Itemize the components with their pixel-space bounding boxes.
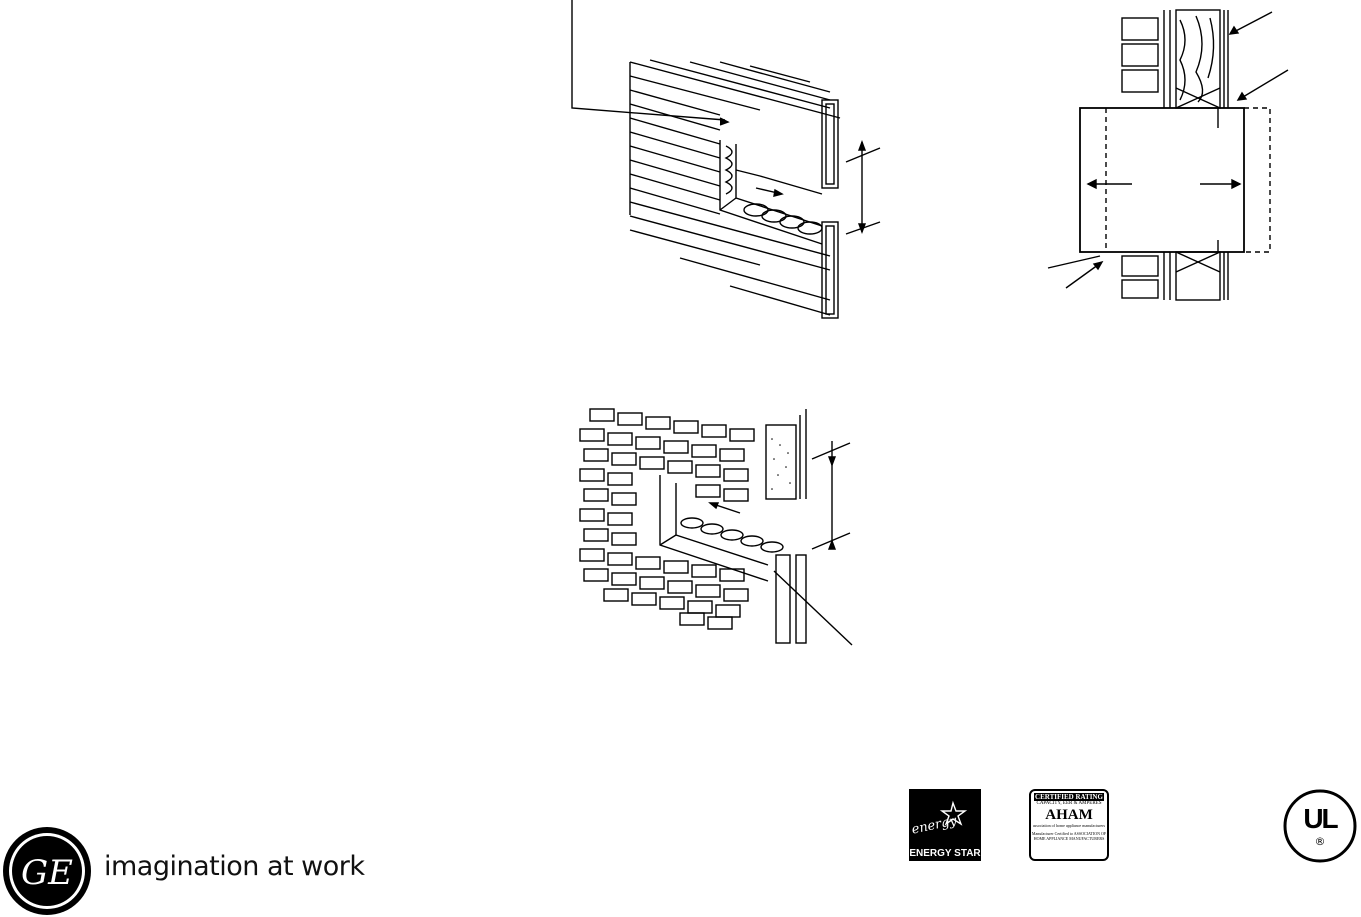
ge-monogram-icon: GE — [3, 827, 91, 915]
energy-star-script: energy — [910, 813, 958, 837]
energy-star-icon: energy ENERGY STAR — [909, 789, 981, 861]
ul-registered-mark: ® — [1314, 835, 1326, 848]
aham-name: AHAM — [1045, 807, 1093, 823]
wall-sleeve-section-diagram — [1047, 9, 1289, 301]
aham-fine-print: Manufacturer Certified to ASSOCIATION OF… — [1031, 831, 1107, 841]
ul-text: UL — [1303, 803, 1338, 834]
aham-header: CERTIFIED RATING — [1034, 793, 1104, 801]
energy-star-label: ENERGY STAR — [909, 848, 981, 859]
ge-monogram-text: GE — [21, 853, 73, 893]
aham-subheader: CAPACITY, EER & AMPERES — [1036, 801, 1102, 806]
wood-siding-wall-opening-diagram — [571, 0, 881, 319]
brick-wall-opening-diagram — [579, 408, 853, 646]
aham-seal-icon: CERTIFIED RATING CAPACITY, EER & AMPERES… — [1029, 789, 1109, 861]
ul-listing-icon: UL ® — [1283, 789, 1357, 863]
brand-tagline: imagination at work — [104, 851, 365, 882]
aham-association: association of home appliance manufactur… — [1032, 823, 1106, 828]
